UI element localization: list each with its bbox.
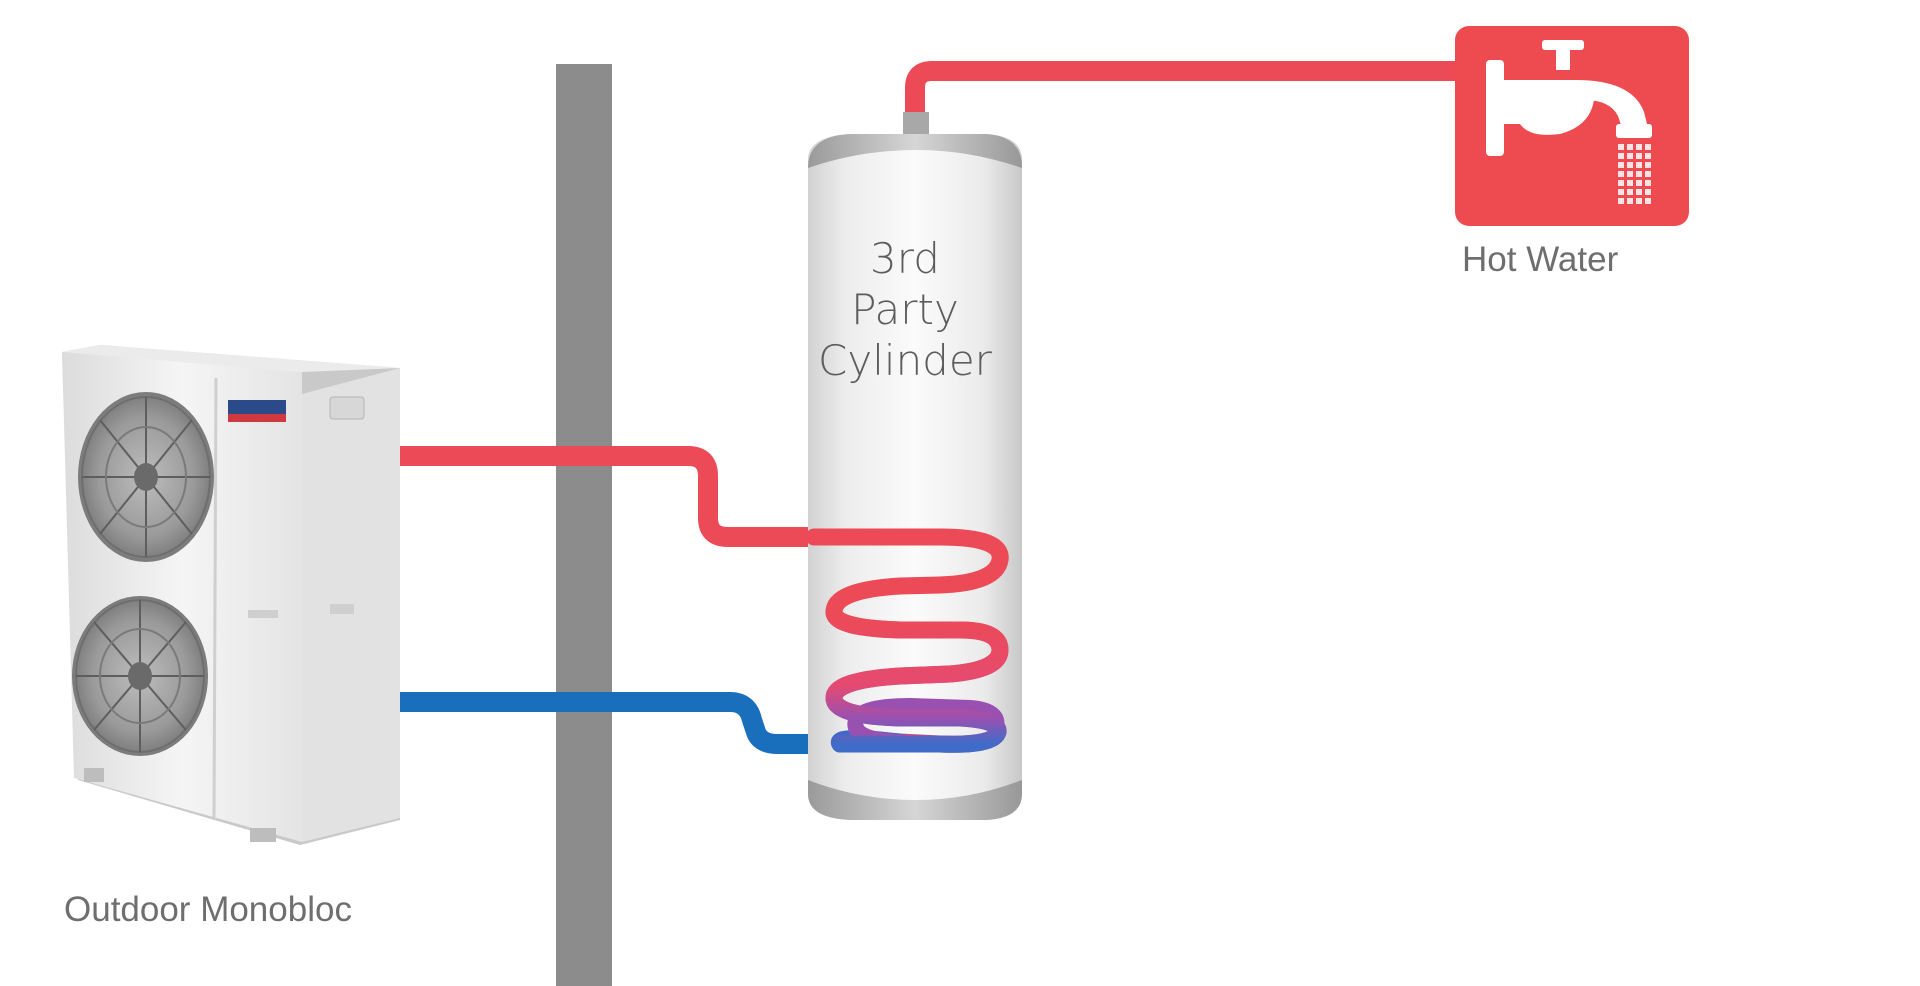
- cylinder-label-line-1: 3rd: [870, 234, 940, 283]
- hot-water-pipe: [905, 61, 1460, 125]
- hot-water-label: Hot Water: [1462, 240, 1619, 279]
- cylinder-label-line-2: Party: [851, 285, 959, 334]
- cylinder-label: 3rd Party Cylinder: [795, 233, 1015, 386]
- fan-top: [78, 392, 214, 562]
- cylinder: [808, 112, 1022, 820]
- hot-flow-pipe: [400, 446, 814, 547]
- cylinder-label-line-3: Cylinder: [818, 336, 992, 385]
- cold-return-pipe: [400, 692, 840, 754]
- coil-gradient-overlay: [825, 603, 1009, 753]
- water-cylinder-icon: [808, 134, 1022, 820]
- wall: [556, 64, 612, 986]
- hot-water-tap: [1455, 26, 1689, 226]
- outdoor-unit: [62, 345, 400, 845]
- outdoor-unit-label: Outdoor Monobloc: [64, 890, 352, 929]
- fan-bottom: [72, 596, 208, 756]
